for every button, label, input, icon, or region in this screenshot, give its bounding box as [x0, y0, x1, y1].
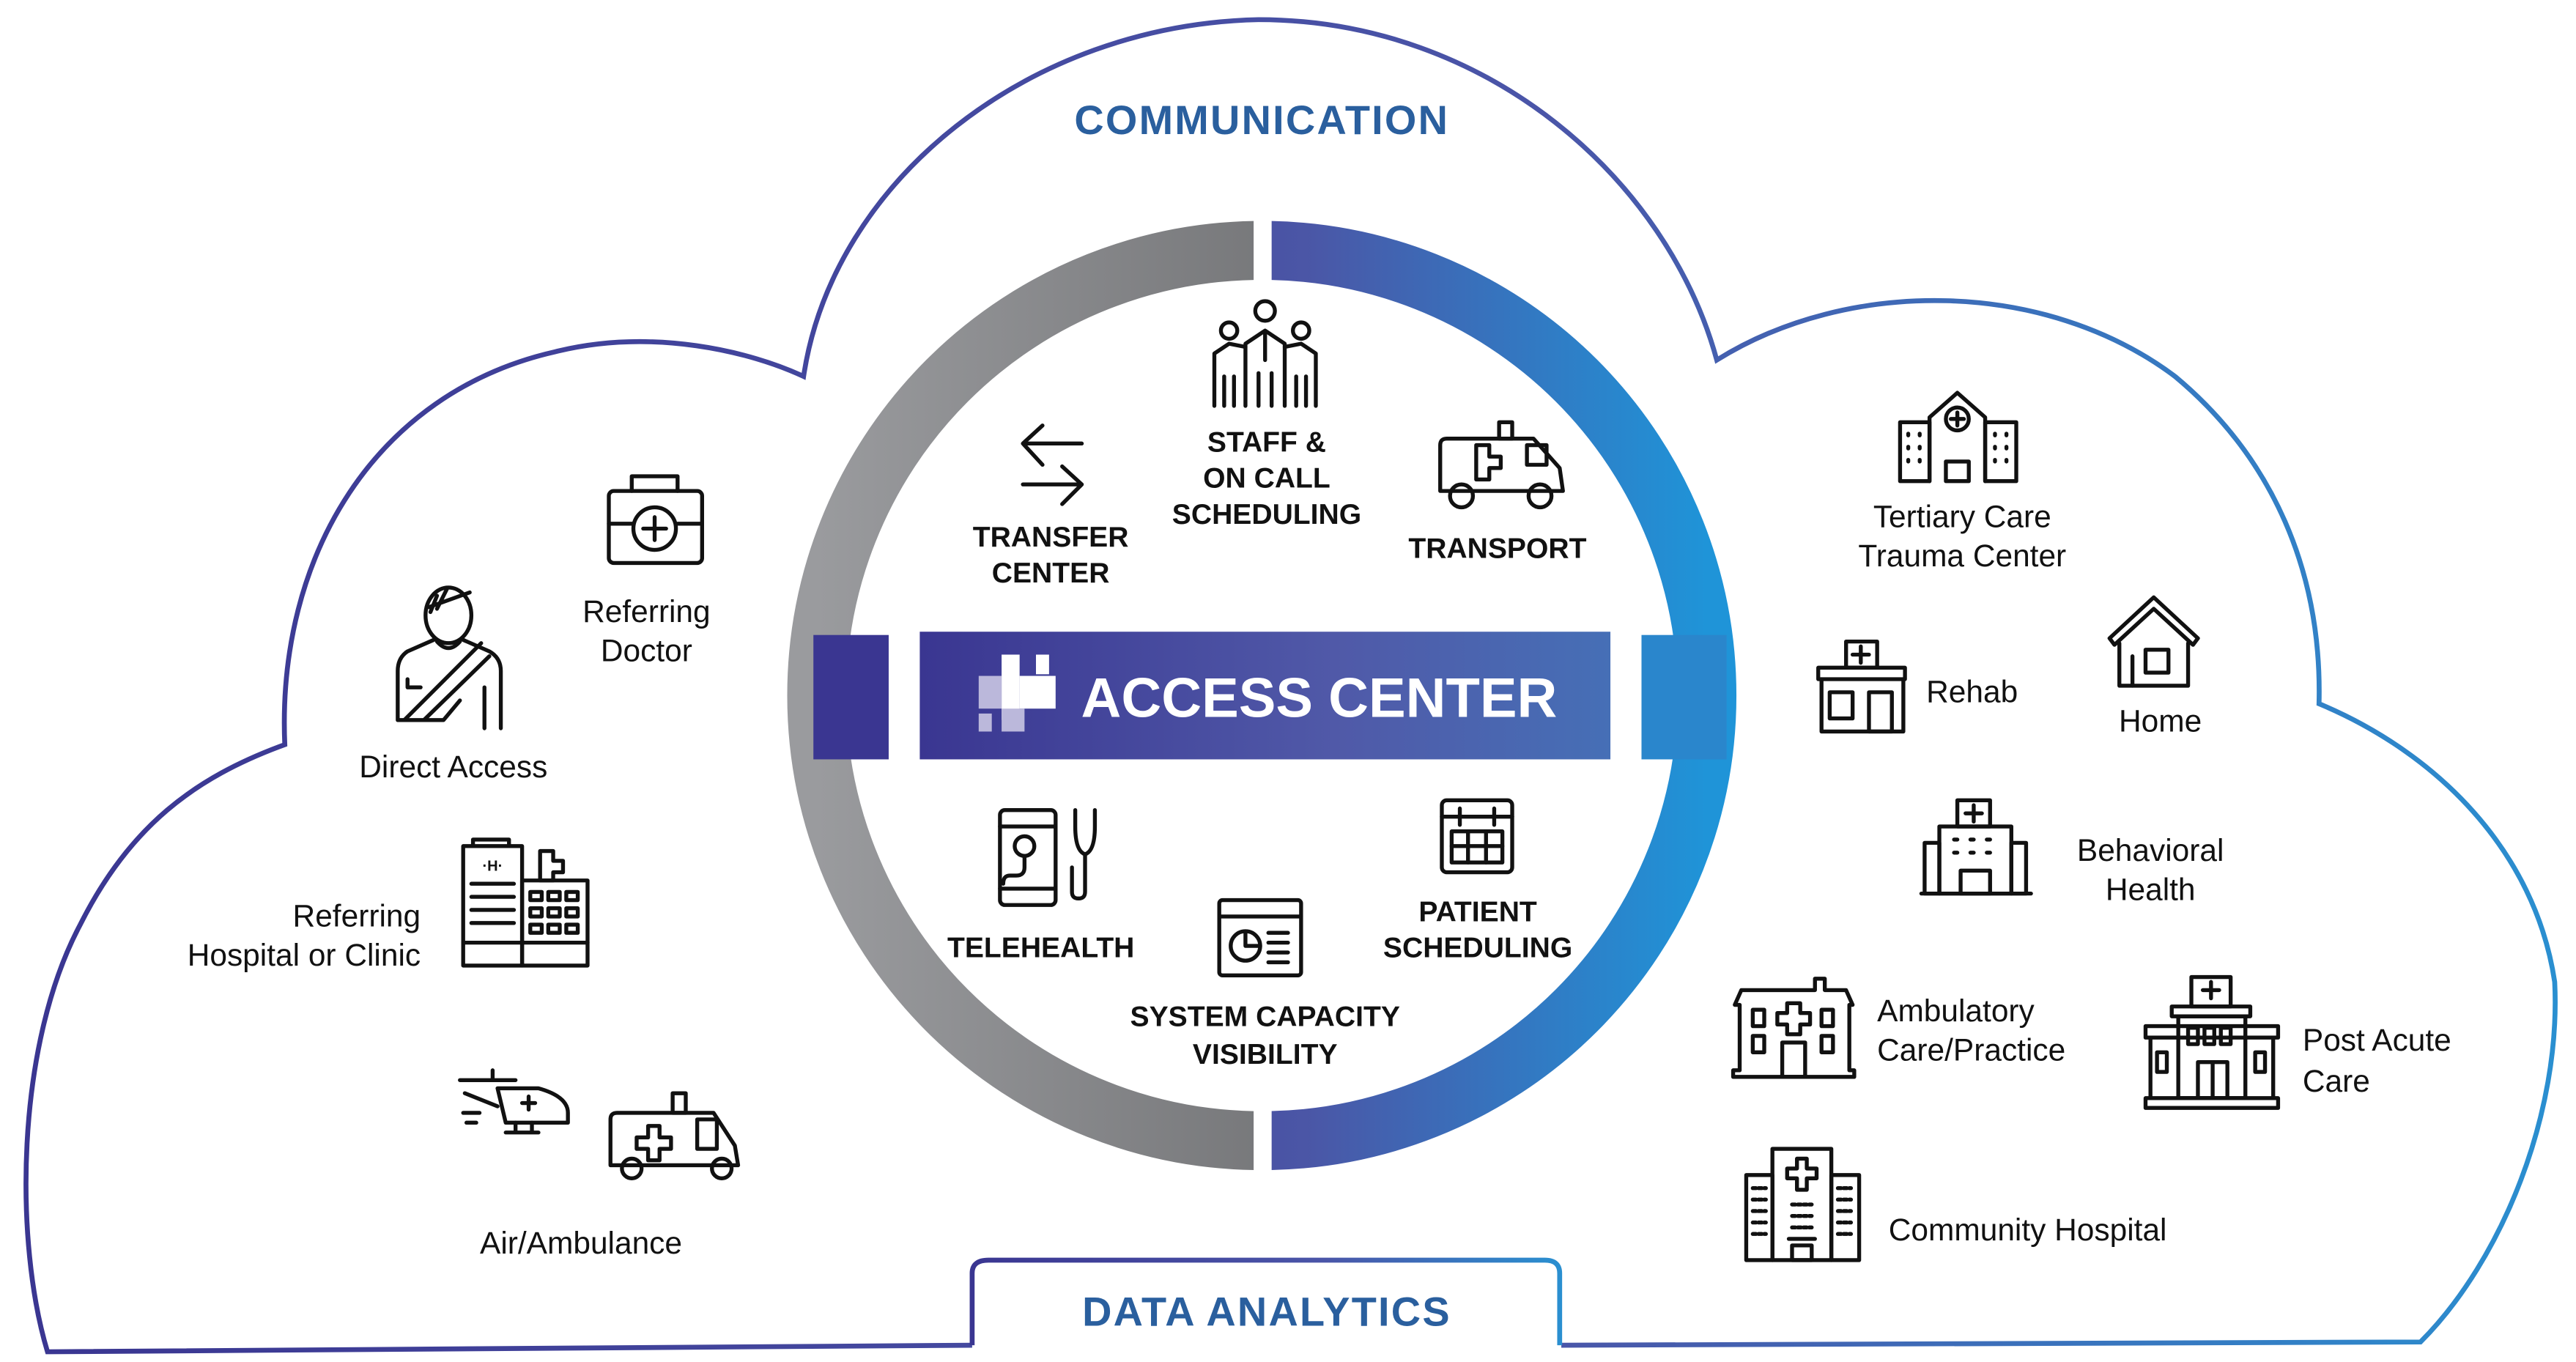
cloud-outline [23, 17, 2558, 1355]
dashboard-chart-icon [1217, 897, 1303, 977]
svg-text:Home: Home [2119, 703, 2202, 738]
hospital-building-icon: ·H· [461, 837, 590, 968]
svg-text:Air/Ambulance: Air/Ambulance [480, 1226, 682, 1260]
calendar-icon [1440, 798, 1514, 875]
dest-home: Home [2107, 595, 2202, 738]
service-transport: TRANSPORT [1408, 420, 1587, 565]
service-transfer-center: TRANSFER CENTER [973, 423, 1129, 589]
dest-post-acute-care: Post Acute Care [2143, 974, 2451, 1110]
svg-text:TRANSPORT: TRANSPORT [1408, 533, 1586, 565]
dest-community-hospital: Community Hospital [1744, 1147, 2167, 1262]
svg-text:Direct Access: Direct Access [359, 750, 547, 784]
svg-text:Tertiary Care: Tertiary Care [1873, 499, 2051, 533]
svg-text:Doctor: Doctor [601, 633, 692, 667]
behavioral-health-building-icon [1919, 798, 2033, 896]
community-hospital-icon [1744, 1147, 1862, 1262]
post-acute-building-icon [2143, 974, 2281, 1110]
service-patient-scheduling: PATIENT SCHEDULING [1383, 798, 1572, 964]
phone-stethoscope-icon [998, 808, 1098, 907]
svg-text:TELEHEALTH: TELEHEALTH [947, 933, 1134, 964]
source-referring-hospital: ·H· Referring Hospital or Clinic [188, 837, 590, 972]
dest-rehab: Rehab [1816, 639, 2018, 734]
svg-text:Care: Care [2303, 1064, 2370, 1098]
source-direct-access: Direct Access [359, 585, 547, 784]
house-icon [2107, 595, 2200, 688]
communication-heading: COMMUNICATION [1074, 97, 1449, 143]
svg-text:Trauma Center: Trauma Center [1858, 538, 2066, 573]
data-analytics-heading: DATA ANALYTICS [1082, 1288, 1451, 1334]
helicopter-icon [458, 1068, 570, 1135]
svg-text:CENTER: CENTER [992, 558, 1110, 589]
medical-kit-icon [607, 474, 705, 566]
svg-text:Hospital or Clinic: Hospital or Clinic [188, 938, 421, 972]
svg-text:TRANSFER: TRANSFER [973, 522, 1129, 553]
svg-text:Ambulatory: Ambulatory [1877, 993, 2035, 1028]
svg-text:SCHEDULING: SCHEDULING [1383, 933, 1572, 964]
svg-text:ON CALL: ON CALL [1203, 463, 1330, 495]
service-staff-scheduling: STAFF & ON CALL SCHEDULING [1172, 299, 1361, 530]
svg-text:·H·: ·H· [482, 858, 503, 874]
svg-text:SYSTEM CAPACITY: SYSTEM CAPACITY [1130, 1002, 1400, 1033]
svg-text:Post Acute: Post Acute [2303, 1023, 2451, 1057]
medical-staff-icon [1212, 299, 1318, 408]
tertiary-hospital-icon [1898, 391, 2018, 484]
dest-ambulatory-care: Ambulatory Care/Practice [1731, 977, 2065, 1079]
service-telehealth: TELEHEALTH [947, 808, 1134, 964]
svg-text:Health: Health [2106, 873, 2196, 907]
svg-text:VISIBILITY: VISIBILITY [1193, 1039, 1338, 1070]
ambulatory-clinic-icon [1731, 977, 1857, 1079]
access-center-title: ACCESS CENTER [1081, 667, 1558, 729]
ambulance-icon [608, 1091, 741, 1180]
dest-tertiary-care: Tertiary Care Trauma Center [1858, 391, 2066, 573]
svg-text:Rehab: Rehab [1926, 674, 2018, 708]
dest-behavioral-health: Behavioral Health [1919, 798, 2224, 907]
swap-arrows-icon [1021, 423, 1084, 506]
svg-text:PATIENT: PATIENT [1418, 897, 1536, 928]
access-center-banner: ACCESS CENTER [813, 632, 1727, 760]
source-air-ambulance: Air/Ambulance [458, 1068, 741, 1260]
injured-patient-icon [396, 585, 503, 730]
svg-text:Referring: Referring [293, 898, 421, 933]
svg-text:Referring: Referring [582, 594, 711, 629]
service-system-capacity: SYSTEM CAPACITY VISIBILITY [1130, 897, 1400, 1070]
svg-text:SCHEDULING: SCHEDULING [1172, 499, 1361, 530]
rehab-clinic-icon [1816, 639, 1907, 734]
source-referring-doctor: Referring Doctor [582, 474, 711, 667]
svg-text:Care/Practice: Care/Practice [1877, 1032, 2065, 1067]
access-center-logo-icon [978, 654, 1056, 732]
ambulance-icon [1438, 420, 1565, 510]
svg-text:STAFF &: STAFF & [1207, 427, 1326, 459]
svg-text:Behavioral: Behavioral [2077, 833, 2224, 867]
svg-text:Community Hospital: Community Hospital [1889, 1213, 2167, 1247]
